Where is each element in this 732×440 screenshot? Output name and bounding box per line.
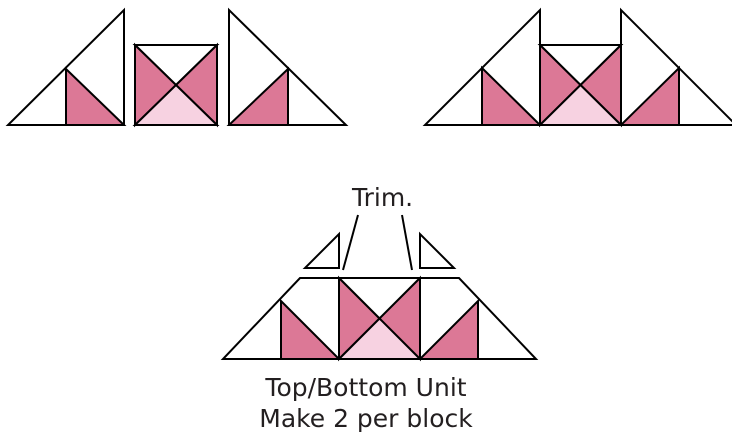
trim-pointer-right xyxy=(401,214,413,271)
right-pink-triangle xyxy=(226,66,289,126)
unit-caption: Top/Bottom Unit xyxy=(265,373,467,402)
trim-pointer-left xyxy=(342,214,359,271)
make-count-caption: Make 2 per block xyxy=(259,404,473,433)
trim-label: Trim. xyxy=(352,183,414,212)
exploded-unit xyxy=(5,7,349,128)
square-bottom-triangle xyxy=(336,317,423,360)
trimmed-unit xyxy=(220,231,539,362)
square-bottom-triangle xyxy=(132,83,220,126)
right-pink-triangle xyxy=(417,298,479,360)
left-pink-triangle xyxy=(481,65,543,126)
right-pink-triangle xyxy=(618,65,680,126)
trimmed-cap-right xyxy=(419,231,457,269)
joined-unit xyxy=(422,7,732,128)
trim-callout-lines xyxy=(342,214,413,271)
left-pink-triangle xyxy=(280,298,342,360)
trimmed-cap-left xyxy=(302,231,340,269)
square-bottom-triangle xyxy=(537,83,624,126)
left-pink-triangle xyxy=(65,66,127,126)
